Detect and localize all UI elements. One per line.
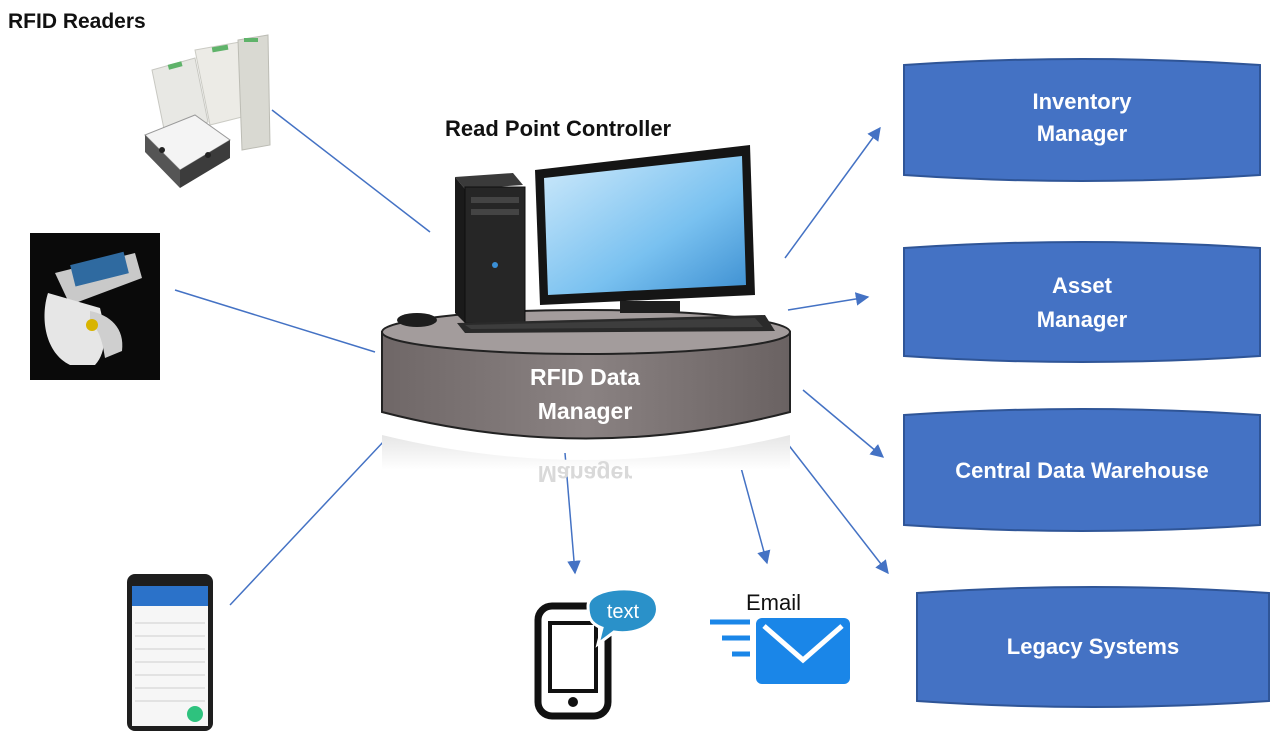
- inventory-manager-label-line1: Inventory: [1032, 89, 1132, 114]
- asset-manager-label-line2: Manager: [1036, 307, 1128, 332]
- line-handheld-to-manager: [174, 289, 376, 353]
- central-data-warehouse-shape: [903, 408, 1261, 532]
- data-manager-label-line2: Manager: [537, 398, 633, 424]
- data-manager-drum: [381, 309, 791, 470]
- line-phone-to-manager: [229, 439, 386, 606]
- monitor: [535, 145, 755, 313]
- text-bubble-label: text: [607, 601, 640, 623]
- asset-manager-shape: [903, 241, 1261, 363]
- fixed-rfid-readers-image: [144, 34, 271, 188]
- data-manager-reflection: Manager: [537, 461, 633, 487]
- reader-base-unit: [144, 114, 231, 188]
- email-label: Email: [746, 590, 802, 615]
- arrow-to-inventory: [784, 126, 881, 259]
- arrow-to-warehouse: [802, 389, 885, 458]
- inventory-manager-box: Inventory Manager: [900, 55, 1264, 185]
- reader-panel-tall: [237, 34, 271, 151]
- handheld-rfid-reader-image: [30, 233, 160, 380]
- asset-manager-label-line1: Asset: [1052, 273, 1112, 298]
- pc-tower: [455, 173, 526, 324]
- asset-manager-box: Asset Manager: [900, 238, 1264, 366]
- inventory-manager-shape: [903, 58, 1261, 182]
- central-data-warehouse-box: Central Data Warehouse: [900, 405, 1264, 535]
- mouse: [397, 313, 437, 327]
- email-envelope-icon: [708, 612, 853, 717]
- central-data-warehouse-label: Central Data Warehouse: [955, 458, 1209, 483]
- readers-title: RFID Readers: [8, 10, 146, 33]
- data-manager-label-line1: RFID Data: [530, 364, 640, 390]
- inventory-manager-label-line2: Manager: [1036, 121, 1128, 146]
- legacy-systems-shape: [916, 586, 1270, 708]
- arrow-to-legacy: [786, 442, 889, 575]
- smartphone-app-image: [115, 568, 223, 731]
- controller-title: Read Point Controller: [445, 116, 672, 141]
- legacy-systems-label: Legacy Systems: [1006, 634, 1180, 659]
- computer-controller-image: [397, 145, 775, 333]
- keyboard: [457, 315, 775, 333]
- text-message-icon: text: [534, 587, 659, 720]
- legacy-systems-box: Legacy Systems: [913, 583, 1273, 711]
- arrow-to-asset: [787, 292, 870, 311]
